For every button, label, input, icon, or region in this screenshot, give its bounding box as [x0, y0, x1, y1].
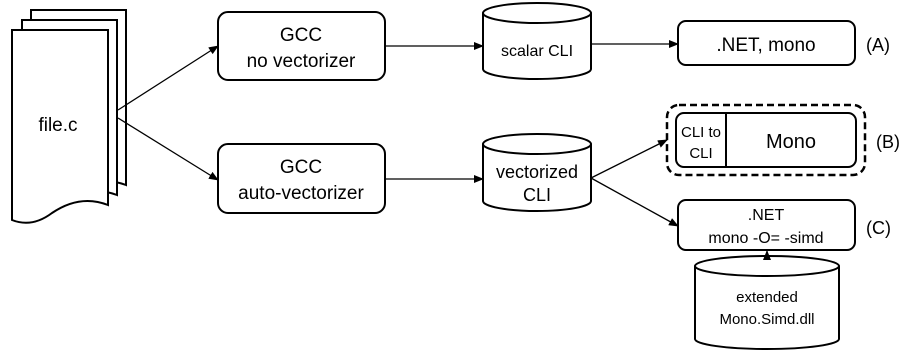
- connector-arrows: [117, 40, 771, 260]
- extended-dll-line1: extended: [736, 289, 798, 306]
- runtime-c-line2: mono -O= -simd: [708, 230, 823, 247]
- runtime-c-line1: .NET: [748, 207, 785, 224]
- runtime-b-inner-frame: [675, 112, 857, 168]
- runtime-c-tag: (C): [866, 218, 891, 238]
- arrow-file-to-gcc-scalar: [117, 45, 219, 111]
- gcc-scalar-line2: no vectorizer: [247, 51, 356, 72]
- cli-to-cli-line2: CLI: [689, 145, 712, 162]
- gcc-vector-line1: GCC: [280, 157, 322, 178]
- gcc-auto-vectorizer-box: GCC auto-vectorizer: [217, 143, 386, 214]
- vectorized-cli-line1: vectorized: [496, 162, 578, 182]
- runtime-c-box: .NET mono -O= -simd: [677, 199, 856, 251]
- runtime-b-tag: (B): [876, 132, 900, 152]
- arrow-vector-cli-to-runtime-b: [590, 139, 668, 179]
- file-label: file.c: [38, 115, 77, 136]
- vectorized-cli-cylinder: vectorized CLI: [482, 133, 592, 212]
- runtime-a-tag: (A): [866, 35, 890, 55]
- gcc-vector-line2: auto-vectorizer: [238, 183, 364, 204]
- scalar-cli-cylinder: scalar CLI: [482, 2, 592, 80]
- runtime-b-mono-label: Mono: [766, 131, 816, 153]
- source-file-stack: file.c: [11, 9, 127, 224]
- gcc-scalar-line1: GCC: [280, 25, 322, 46]
- extended-dll-line2: Mono.Simd.dll: [719, 311, 814, 328]
- document-front-sheet: [11, 29, 109, 224]
- runtime-b-group: CLI to CLI Mono: [665, 103, 867, 177]
- arrow-vector-cli-to-runtime-c: [590, 177, 679, 227]
- arrow-file-to-gcc-vector: [117, 117, 219, 181]
- extended-dll-cylinder: extended Mono.Simd.dll: [694, 255, 840, 350]
- cli-to-cli-line1: CLI to: [681, 124, 721, 141]
- runtime-a-label: .NET, mono: [716, 35, 815, 56]
- runtime-a-box: .NET, mono: [677, 20, 856, 66]
- gcc-no-vectorizer-box: GCC no vectorizer: [217, 11, 386, 81]
- vectorized-cli-line2: CLI: [523, 185, 551, 205]
- scalar-cli-label: scalar CLI: [501, 43, 573, 60]
